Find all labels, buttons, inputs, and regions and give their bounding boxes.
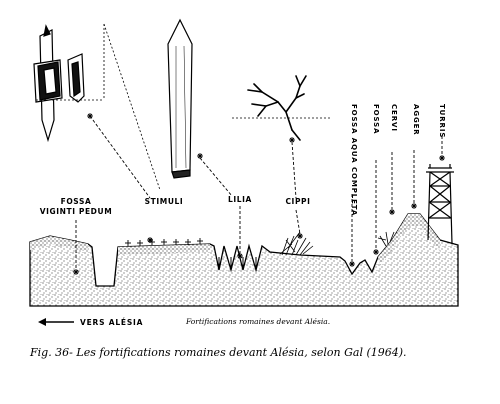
stimuli-leaders (36, 23, 161, 191)
label-cervi: CERVI (390, 104, 398, 132)
cippi-brush (279, 231, 314, 256)
figure-caption: Fig. 36- Les fortifications romaines dev… (30, 346, 407, 359)
label-fossa-viginti-1: FOSSA (61, 197, 92, 206)
lilia-stakes (218, 257, 257, 270)
label-turris: TURRIS (438, 104, 446, 138)
label-cippi: CIPPI (285, 197, 310, 206)
direction-arrow: VERS ALÉSIA (38, 318, 143, 327)
label-vers-alesia: VERS ALÉSIA (80, 318, 143, 327)
stimuli-detail (33, 24, 85, 143)
lilia-stake (167, 18, 193, 179)
turris-tower (426, 164, 454, 245)
label-fossa-aqua-completa: FOSSA AQUA COMPLETA (350, 104, 358, 216)
label-stimuli: STIMULI (145, 197, 184, 206)
pointer-lines (75, 115, 443, 268)
cervi-branches (377, 231, 395, 247)
inner-caption: Fortifications romaines devant Alésia. (185, 317, 330, 326)
label-fossa: FOSSA (372, 104, 380, 134)
asterisks (73, 113, 445, 275)
ground-profile (29, 213, 459, 307)
label-fossa-viginti-2: VIGINTI PEDUM (40, 207, 113, 216)
label-agger: AGGER (412, 104, 420, 136)
cippi-tree (247, 75, 307, 141)
label-lilia: LILIA (228, 195, 252, 204)
